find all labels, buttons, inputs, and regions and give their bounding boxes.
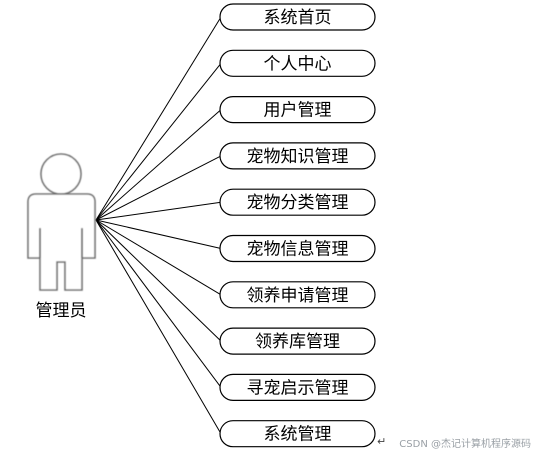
use-case-oval xyxy=(219,281,376,309)
association-line-1 xyxy=(95,16,222,221)
association-line-8 xyxy=(95,219,222,342)
association-lines xyxy=(95,16,222,434)
use-case-label: 寻宠启示管理 xyxy=(247,378,349,398)
association-line-7 xyxy=(95,219,222,296)
association-line-5 xyxy=(95,201,222,221)
association-line-6 xyxy=(95,219,222,249)
use-case-8: 领养库管理 xyxy=(219,327,376,355)
use-case-label: 系统首页 xyxy=(264,8,332,28)
actor-administrator: 管理员 xyxy=(27,153,96,321)
paragraph-mark: ↵ xyxy=(377,435,386,448)
use-case-label: 个人中心 xyxy=(264,54,332,74)
association-line-2 xyxy=(95,62,222,221)
use-case-label: 宠物分类管理 xyxy=(247,193,349,213)
use-case-6: 宠物信息管理 xyxy=(219,234,376,263)
use-case-oval xyxy=(219,373,376,401)
association-line-9 xyxy=(95,219,222,388)
use-case-oval xyxy=(219,420,376,448)
use-case-oval xyxy=(219,142,376,170)
actor-label: 管理员 xyxy=(36,301,87,321)
use-case-oval xyxy=(219,49,376,77)
use-case-7: 领养申请管理 xyxy=(219,281,376,309)
association-line-4 xyxy=(95,155,222,221)
association-line-10 xyxy=(95,219,222,434)
use-case-list: 系统首页个人中心用户管理宠物知识管理宠物分类管理宠物信息管理领养申请管理领养库管… xyxy=(219,3,376,448)
use-case-10: 系统管理 xyxy=(219,420,376,448)
association-line-3 xyxy=(95,109,222,221)
use-case-9: 寻宠启示管理 xyxy=(219,373,376,401)
actor-body xyxy=(27,193,96,291)
use-case-label: 宠物信息管理 xyxy=(247,240,349,260)
watermark: CSDN @杰记计算机程序源码 xyxy=(399,437,531,450)
use-case-label: 领养库管理 xyxy=(255,332,340,352)
use-case-oval xyxy=(219,95,376,124)
use-case-1: 系统首页 xyxy=(219,3,376,31)
use-case-oval xyxy=(219,3,376,31)
actor-head xyxy=(40,153,82,195)
use-case-label: 领养申请管理 xyxy=(247,286,349,306)
use-case-5: 宠物分类管理 xyxy=(219,188,376,216)
use-case-4: 宠物知识管理 xyxy=(219,142,376,170)
use-case-3: 用户管理 xyxy=(219,95,376,124)
use-case-oval xyxy=(219,327,376,355)
use-case-label: 用户管理 xyxy=(264,101,332,121)
use-case-oval xyxy=(219,188,376,216)
use-case-oval xyxy=(219,234,376,263)
actor-figure-icon xyxy=(27,153,96,291)
use-case-2: 个人中心 xyxy=(219,49,376,77)
use-case-label: 系统管理 xyxy=(264,425,332,445)
use-case-label: 宠物知识管理 xyxy=(247,147,349,167)
